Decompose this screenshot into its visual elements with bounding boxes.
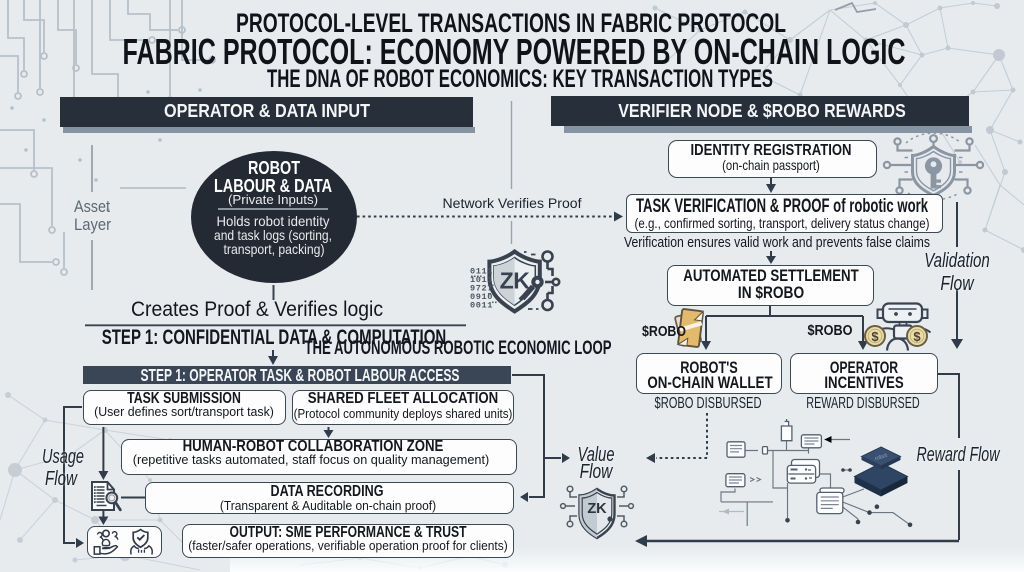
svg-text:9727: 9727 — [470, 284, 493, 294]
svg-text:0011: 0011 — [470, 301, 493, 311]
svg-text:ZK: ZK — [500, 268, 531, 294]
svg-text:0111: 0111 — [470, 267, 493, 277]
svg-text:robot: robot — [874, 453, 888, 463]
svg-text:ZK: ZK — [587, 501, 607, 517]
svg-text:1011: 1011 — [470, 275, 493, 285]
svg-text:0910: 0910 — [470, 292, 493, 302]
